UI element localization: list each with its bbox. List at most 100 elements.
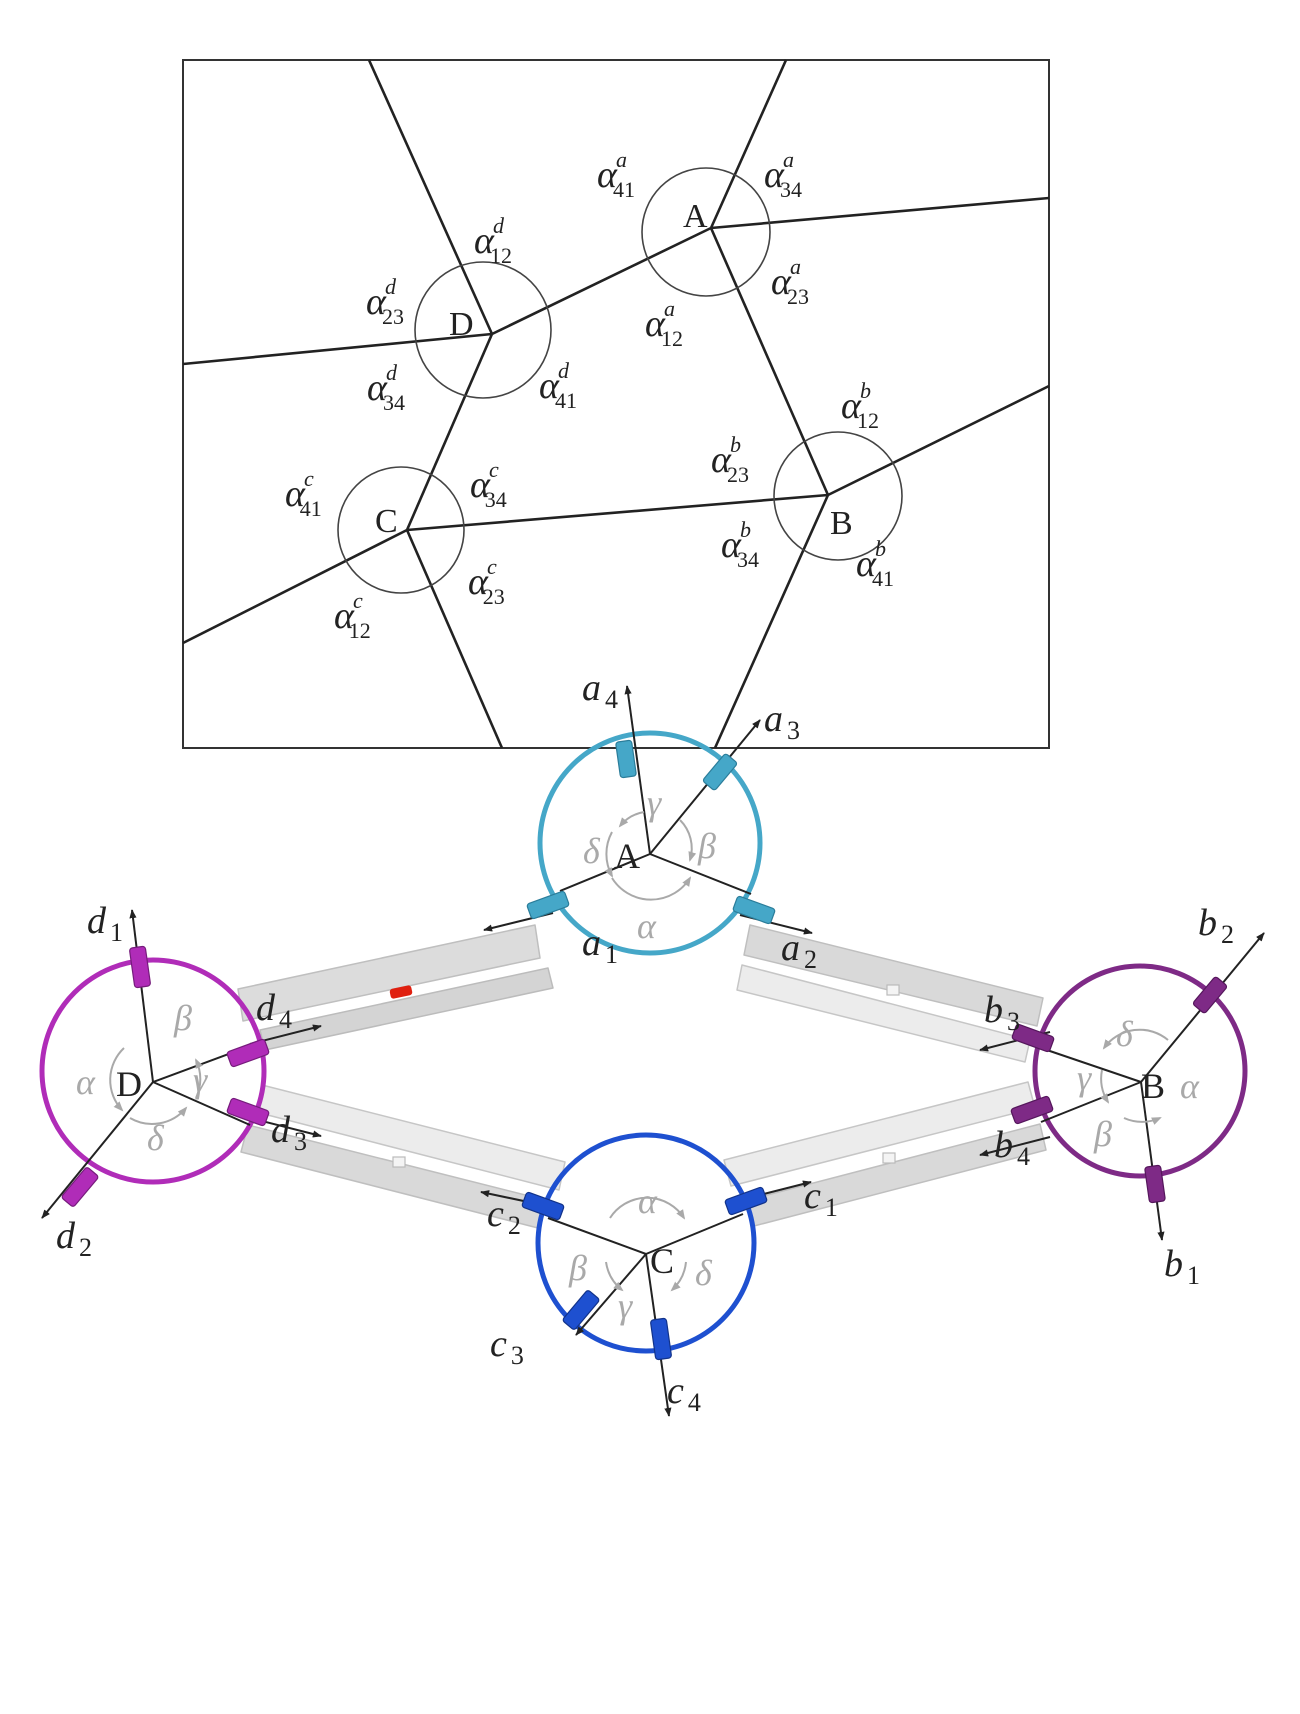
greek-d-delta: δ bbox=[147, 1118, 165, 1158]
red-marker bbox=[389, 985, 413, 999]
fold-line bbox=[405, 529, 504, 749]
arc-c-delta bbox=[670, 1261, 687, 1292]
hinge-a2 bbox=[732, 895, 776, 925]
vertex-b-label-bottom: B bbox=[1141, 1066, 1165, 1106]
fold-line bbox=[709, 59, 788, 229]
greek-c-gamma: γ bbox=[618, 1286, 633, 1326]
vertex-c-label: C bbox=[375, 503, 398, 540]
link-joint bbox=[886, 984, 900, 996]
axis-c2-stem bbox=[547, 1217, 647, 1255]
vertex-c-label-bottom: C bbox=[650, 1241, 674, 1281]
vertex-a-ring bbox=[537, 730, 763, 956]
axis-d2 bbox=[41, 1081, 154, 1219]
greek-c-alpha: α bbox=[638, 1181, 658, 1221]
hinge-d1 bbox=[129, 945, 151, 989]
fold-lines bbox=[182, 59, 1050, 749]
vertex-b-ring bbox=[1032, 963, 1248, 1179]
vertex-d-ring bbox=[39, 957, 267, 1185]
fold-line bbox=[827, 384, 1050, 497]
fold-line bbox=[710, 196, 1050, 230]
arc-d-alpha bbox=[109, 1047, 125, 1112]
arc-d-gamma bbox=[195, 1058, 204, 1099]
hinge-c1 bbox=[724, 1186, 768, 1216]
axis-a2-stem bbox=[649, 853, 752, 895]
link-a-d-outer bbox=[237, 924, 541, 1022]
fold-line bbox=[405, 333, 494, 531]
greek-d-gamma: γ bbox=[193, 1060, 208, 1100]
arc-c-alpha bbox=[609, 1196, 686, 1220]
hinge-b2 bbox=[1192, 976, 1228, 1014]
axis-a3 bbox=[649, 719, 761, 855]
link-a-b-inner bbox=[736, 964, 1031, 1063]
vertex-b-label: B bbox=[830, 505, 853, 542]
hinge-d4 bbox=[226, 1038, 270, 1068]
hinge-a4 bbox=[615, 739, 637, 779]
vertex-b-circle bbox=[773, 431, 903, 561]
link-a-b-outer bbox=[743, 924, 1044, 1027]
greek-c-delta: δ bbox=[695, 1253, 713, 1293]
greek-c-beta: β bbox=[568, 1248, 587, 1288]
axis-d3-stem bbox=[152, 1081, 251, 1126]
arc-a-beta bbox=[679, 819, 697, 862]
hinge-c4 bbox=[650, 1317, 672, 1361]
greek-a-beta: β bbox=[697, 826, 716, 866]
axis-b4-stem bbox=[1040, 1081, 1142, 1123]
greek-a-gamma: γ bbox=[647, 783, 662, 823]
vertex-d-circle bbox=[414, 261, 552, 399]
hinge-a1 bbox=[526, 890, 570, 920]
vertex-d-label: D bbox=[449, 306, 474, 343]
fold-line bbox=[182, 332, 493, 366]
greek-a-delta: δ bbox=[583, 831, 601, 871]
hinge-d3 bbox=[226, 1097, 270, 1127]
hinge-b4 bbox=[1010, 1095, 1054, 1125]
greek-d-alpha: α bbox=[76, 1062, 96, 1102]
hinge-a3 bbox=[702, 753, 738, 791]
axis-b1 bbox=[1140, 1081, 1165, 1241]
vertex-a-circle bbox=[641, 167, 771, 297]
fold-line bbox=[406, 493, 829, 532]
axis-c3 bbox=[575, 1253, 647, 1336]
axis-a4 bbox=[624, 685, 651, 855]
axis-b3-stem bbox=[1040, 1047, 1142, 1083]
link-joint bbox=[882, 1152, 896, 1164]
vertex-a-label: A bbox=[683, 198, 708, 235]
fold-line bbox=[367, 59, 494, 335]
vertex-c-circle bbox=[337, 466, 465, 594]
hinge-c3 bbox=[562, 1290, 600, 1330]
arc-a-gamma bbox=[618, 811, 645, 828]
hinge-c2 bbox=[521, 1191, 565, 1221]
hinge-d2 bbox=[61, 1167, 99, 1207]
fold-line bbox=[182, 528, 408, 645]
arc-c-beta bbox=[605, 1261, 624, 1292]
arc-d-delta bbox=[129, 1106, 188, 1125]
greek-b-gamma: γ bbox=[1077, 1058, 1092, 1098]
fold-line bbox=[491, 226, 712, 336]
arc-a-delta bbox=[604, 831, 613, 878]
